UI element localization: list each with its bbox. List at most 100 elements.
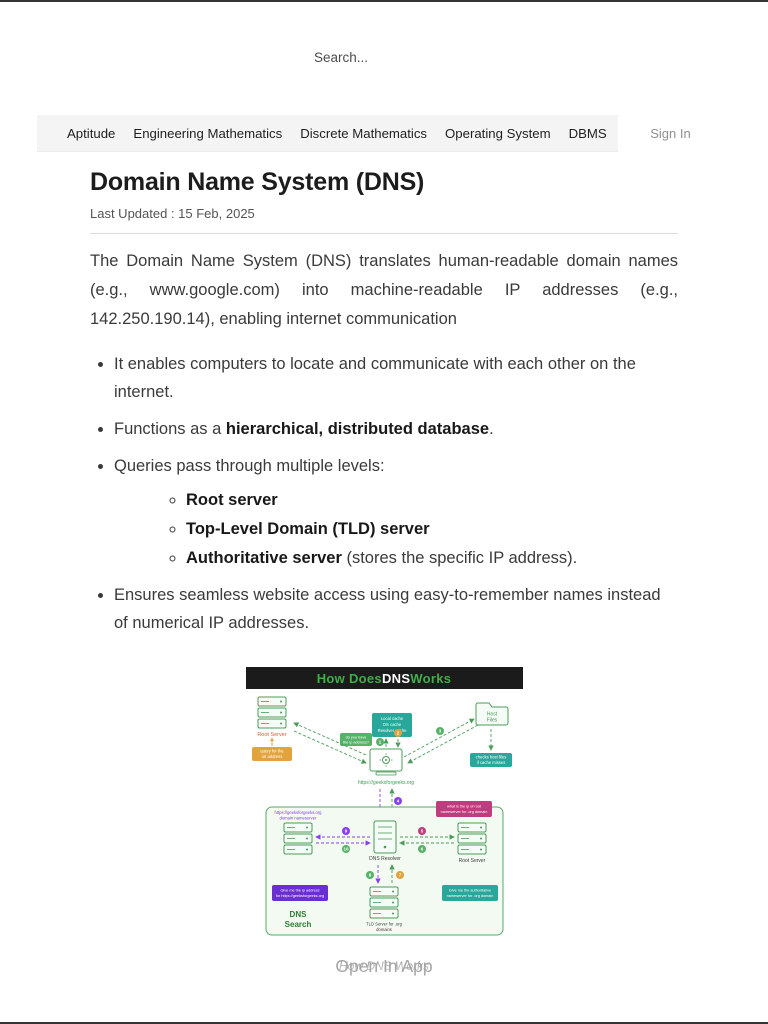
dns-diagram-graphic: Root Server query for the url address do… <box>245 689 523 947</box>
list-item: Authoritative server (stores the specifi… <box>186 544 678 572</box>
cache-box: Local cache OS cache Resolver cache <box>371 713 412 737</box>
svg-text:7: 7 <box>398 873 401 878</box>
query-url-label: query for the <box>260 749 284 754</box>
list-item-text: Queries pass through multiple levels: <box>114 457 385 475</box>
query-url-label: url address <box>261 754 282 759</box>
give-authoritative-label: Give me the authoritative <box>448 888 490 892</box>
list-item: Ensures seamless website access using ea… <box>114 581 678 637</box>
cache-label: OS cache <box>382 722 401 727</box>
nav-item-engineering-mathematics[interactable]: Engineering Mathematics <box>133 125 283 141</box>
step-badge: 9 <box>341 827 350 835</box>
diagram-title-part: DNS <box>381 670 411 686</box>
top-edge-line <box>0 0 768 2</box>
list-item: It enables computers to locate and commu… <box>114 350 678 406</box>
dns-search-text: Search <box>284 920 311 929</box>
sign-in-button[interactable]: Sign In <box>618 114 723 152</box>
host-check-label: checks host files <box>475 755 506 760</box>
step-badge: 5 <box>417 827 426 835</box>
domain-nameserver-icon: https://geeksforgeeks.org domain nameser… <box>274 810 322 855</box>
nav-items: Aptitude Engineering Mathematics Discret… <box>37 126 618 141</box>
list-item: Root server <box>186 486 678 514</box>
ask-root-label: what is the ip of root <box>447 804 482 808</box>
intro-paragraph: The Domain Name System (DNS) translates … <box>90 252 678 328</box>
host-check-label: if cache misses <box>476 760 505 765</box>
laptop-url-label: https://geeksforgeeks.org <box>357 780 413 786</box>
svg-text:3: 3 <box>438 729 441 734</box>
dns-diagram-figure: How Does DNS Works Root Se <box>245 667 523 973</box>
host-files-label: Files <box>486 718 497 724</box>
step-badge: 1 <box>375 738 384 746</box>
step-badge: 7 <box>395 871 404 879</box>
list-item-text: (stores the specific IP address). <box>341 549 578 567</box>
list-item: Functions as a hierarchical, distributed… <box>114 415 678 443</box>
step-badge: 8 <box>365 871 374 879</box>
list-item-text: . <box>489 420 494 438</box>
page-title: Domain Name System (DNS) <box>90 168 425 196</box>
ask-root-label: nameserver for .org domain <box>440 810 487 814</box>
domain-nameserver-label: https://geeksforgeeks.org <box>274 810 322 815</box>
step-badge: 2 <box>393 729 402 737</box>
give-authoritative-label: nameserver for .org domain <box>446 894 493 898</box>
bottom-edge-line <box>0 1022 768 1024</box>
open-in-app-button[interactable]: Open In App <box>335 956 433 976</box>
give-ip-label: Give me the ip address <box>280 888 319 892</box>
diagram-title-part: How Does <box>316 670 382 686</box>
ask-root-box: what is the ip of root nameserver for .o… <box>435 801 492 817</box>
check-cache-label: the ip address? <box>343 740 369 744</box>
dns-resolver-label: DNS Resolver <box>369 856 401 862</box>
svg-text:9: 9 <box>344 829 347 834</box>
svg-text:5: 5 <box>420 829 423 834</box>
check-cache-bubble: do you have the ip address? <box>339 733 372 746</box>
query-url-box: query for the url address <box>251 737 292 761</box>
tld-server-label: domains <box>376 927 392 932</box>
list-item-bold: Root server <box>186 491 278 509</box>
cache-label: Local cache <box>380 716 403 721</box>
give-ip-box: Give me the ip address for https://geeks… <box>271 885 328 901</box>
navbar: Aptitude Engineering Mathematics Discret… <box>37 114 723 152</box>
domain-nameserver-label: domain nameserver <box>279 816 317 821</box>
svg-text:8: 8 <box>368 873 371 878</box>
step-badge: 4 <box>393 797 402 805</box>
list-item-bold: hierarchical, distributed database <box>225 420 490 438</box>
check-cache-label: do you have <box>345 735 366 739</box>
list-item-bold: Top-Level Domain (TLD) server <box>186 520 430 538</box>
search-input[interactable] <box>314 50 454 65</box>
nav-item-dbms[interactable]: DBMS <box>568 125 607 141</box>
step-badge: 3 <box>435 727 444 735</box>
last-updated: Last Updated : 15 Feb, 2025 <box>90 206 255 221</box>
list-item: Top-Level Domain (TLD) server <box>186 515 678 543</box>
svg-text:10: 10 <box>343 847 349 852</box>
tld-server-icon: TLD Server for .org domains <box>366 886 403 932</box>
sub-bullet-list: Root server Top-Level Domain (TLD) serve… <box>114 486 678 572</box>
svg-text:6: 6 <box>420 847 423 852</box>
step-badge: 6 <box>417 845 426 853</box>
nav-item-discrete-mathematics[interactable]: Discrete Mathematics <box>300 125 428 141</box>
host-check-bubble: checks host files if cache misses <box>469 753 512 767</box>
host-files-label: Host <box>486 712 497 718</box>
dns-resolver-icon: DNS Resolver <box>369 820 401 862</box>
bullet-list: It enables computers to locate and commu… <box>90 350 678 637</box>
svg-text:2: 2 <box>396 731 399 736</box>
diagram-title-part: Works <box>410 670 452 686</box>
host-files-folder-icon: Host Files <box>475 702 508 726</box>
diagram-title: How Does DNS Works <box>245 667 523 689</box>
divider <box>90 233 678 234</box>
step-badge: 10 <box>341 845 350 853</box>
cache-label: Resolver cache <box>377 728 407 733</box>
svg-text:4: 4 <box>396 799 399 804</box>
root-server-top-icon: Root Server <box>257 696 287 738</box>
bottom-overlay: Open In App <box>0 938 768 1022</box>
give-authoritative-box: Give me the authoritative nameserver for… <box>441 885 498 901</box>
root-server-top-label: Root Server <box>257 732 287 738</box>
root-server-label: Root Server <box>458 858 485 864</box>
tld-server-label: TLD Server for .org <box>366 922 403 927</box>
nav-item-operating-system[interactable]: Operating System <box>445 125 551 141</box>
nav-item-aptitude[interactable]: Aptitude <box>67 125 116 141</box>
article: Domain Name System (DNS) Last Updated : … <box>90 152 678 1017</box>
list-item: Queries pass through multiple levels: Ro… <box>114 452 678 572</box>
dns-search-panel <box>265 806 503 936</box>
dns-search-text: DNS <box>289 910 307 919</box>
laptop-icon: https://geeksforgeeks.org <box>357 748 414 786</box>
root-server-icon: Root Server <box>457 822 486 864</box>
